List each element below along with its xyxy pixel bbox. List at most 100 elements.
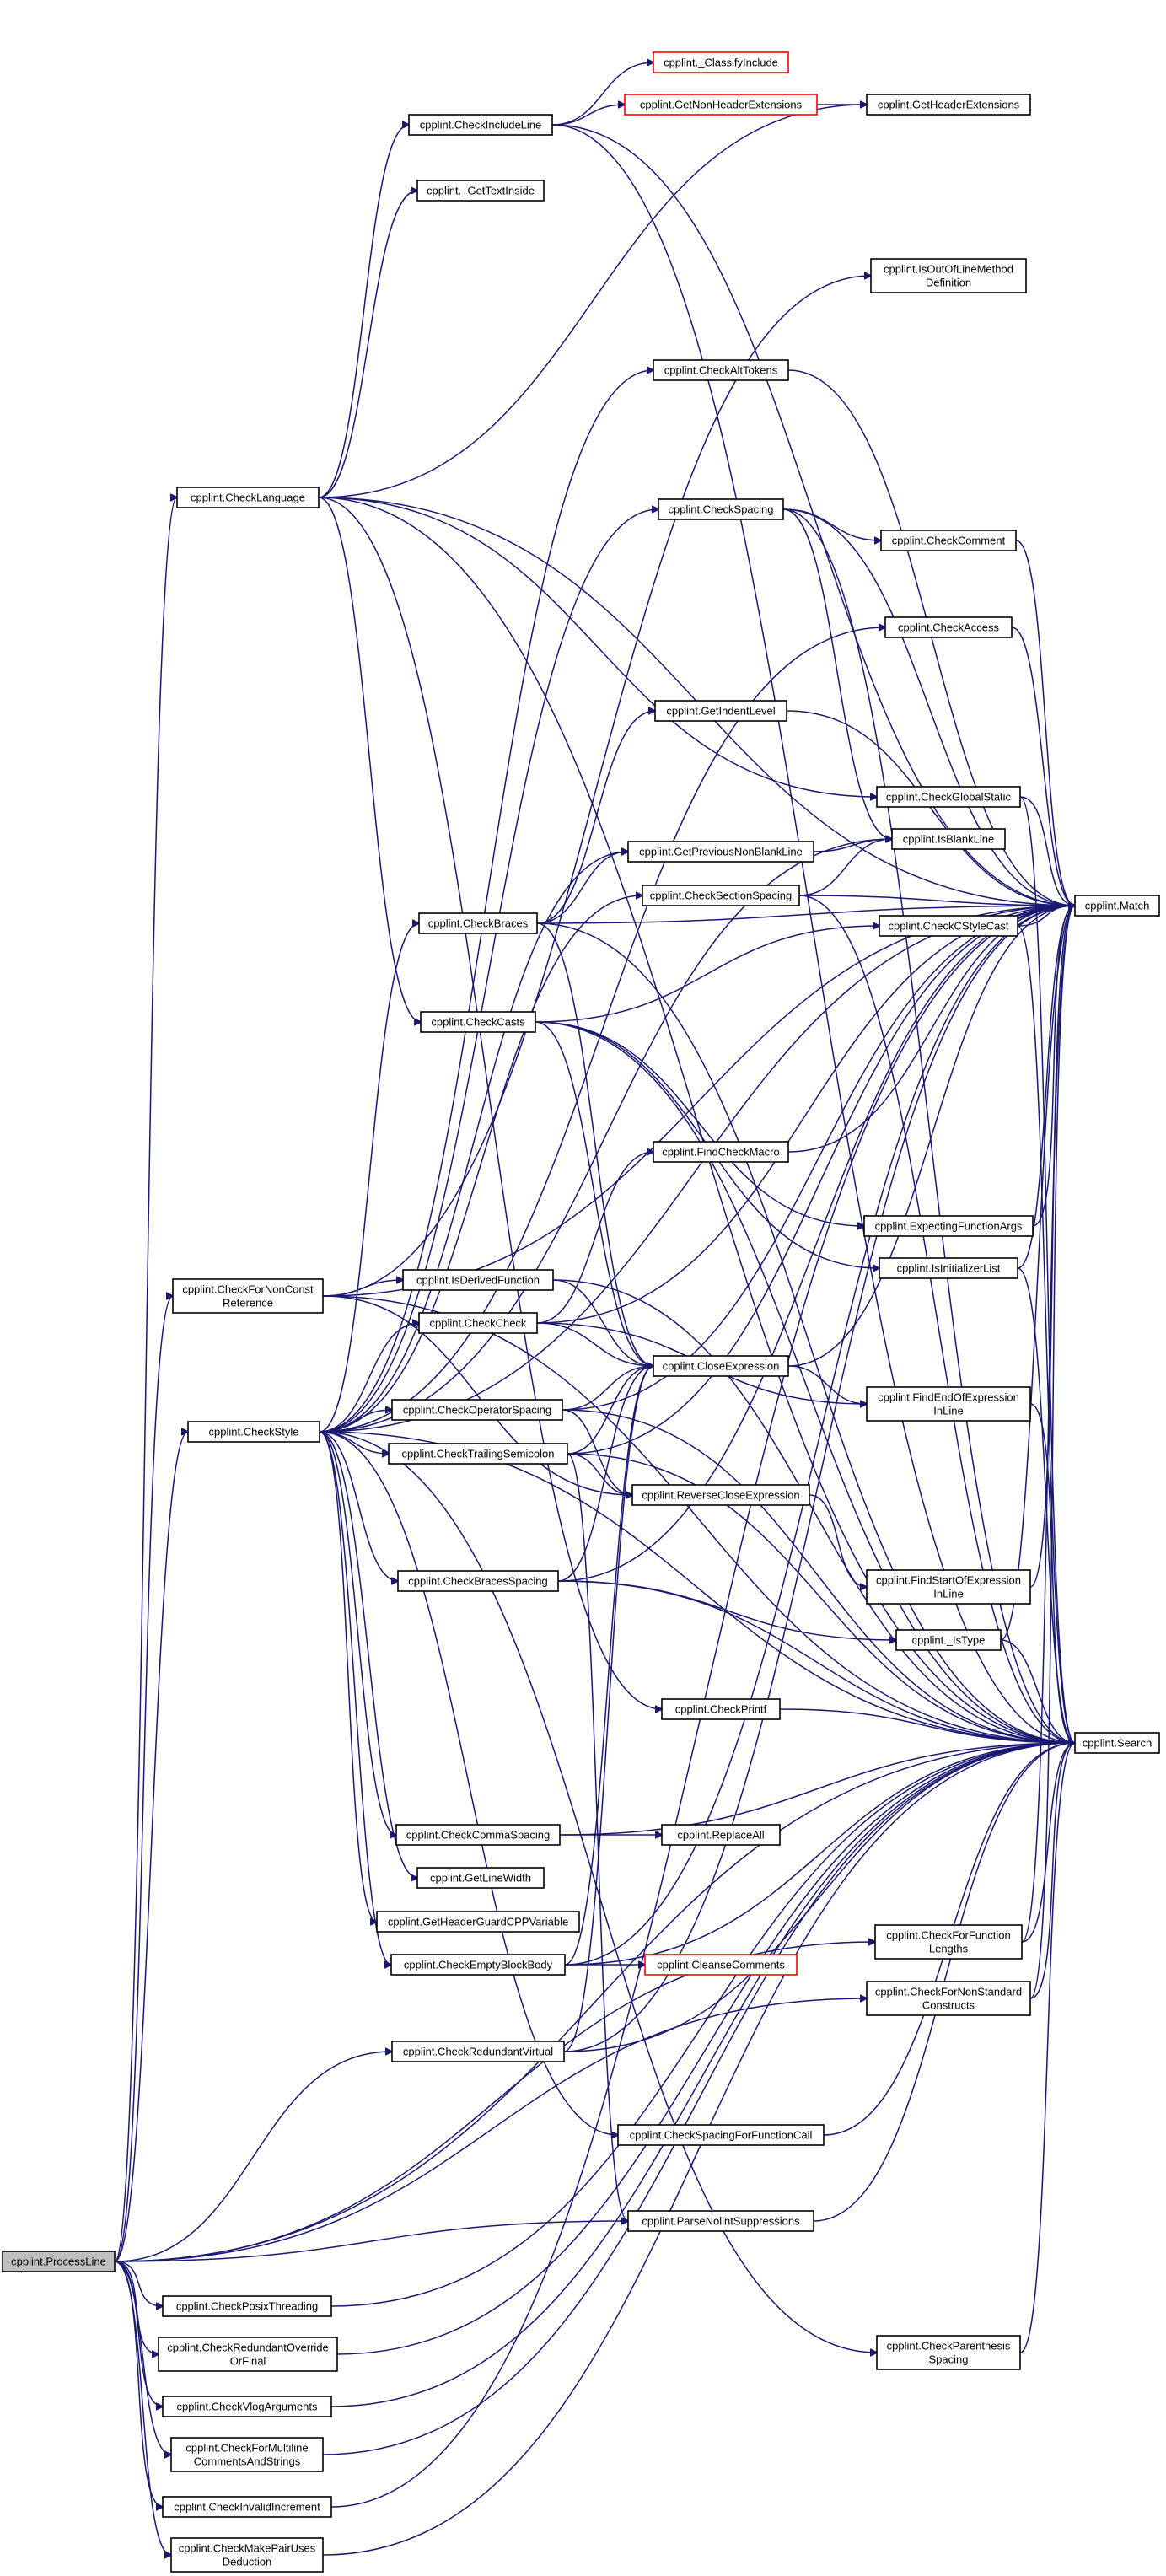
node-get-header-guard-cpp-variable[interactable]: cpplint.GetHeaderGuardCPPVariable xyxy=(376,1911,580,1933)
node-is-derived-function[interactable]: cpplint.IsDerivedFunction xyxy=(402,1269,554,1291)
edge-check-style-to-get-previous-non-blank-line xyxy=(319,852,628,1433)
node-label: cpplint.CheckCStyleCast xyxy=(888,920,1008,933)
node-check-comma-spacing[interactable]: cpplint.CheckCommaSpacing xyxy=(395,1824,561,1846)
edge-check-parenthesis-spacing-to-search xyxy=(1019,1743,1075,2353)
node-is-initializer-list[interactable]: cpplint.IsInitializerList xyxy=(879,1257,1018,1279)
node-check-printf[interactable]: cpplint.CheckPrintf xyxy=(661,1698,781,1720)
node-box xyxy=(658,498,784,520)
node-check-check[interactable]: cpplint.CheckCheck xyxy=(418,1312,538,1334)
node-check-braces[interactable]: cpplint.CheckBraces xyxy=(418,912,538,934)
node-get-text-inside[interactable]: cpplint._GetTextInside xyxy=(416,180,545,202)
node-check-braces-spacing[interactable]: cpplint.CheckBracesSpacing xyxy=(397,1570,559,1592)
node-check-c-style-cast[interactable]: cpplint.CheckCStyleCast xyxy=(879,915,1018,937)
node-label: cpplint.CheckForFunction xyxy=(886,1929,1010,1942)
node-box xyxy=(187,1421,320,1443)
node-search[interactable]: cpplint.Search xyxy=(1074,1732,1160,1754)
edge-find-check-macro-to-match xyxy=(787,906,1075,1153)
node-box xyxy=(397,1570,559,1592)
node-is-type[interactable]: cpplint._IsType xyxy=(895,1629,1002,1651)
edge-get-indent-level-to-match xyxy=(786,710,1075,906)
node-check-language[interactable]: cpplint.CheckLanguage xyxy=(176,487,320,508)
edge-check-posix-threading-to-search xyxy=(330,1743,1075,2307)
node-classify-include[interactable]: cpplint._ClassifyInclude xyxy=(653,51,789,73)
edge-process-line-to-check-make-pair-uses-deduction xyxy=(114,2261,171,2555)
edge-check-style-to-check-comma-spacing xyxy=(319,1431,396,1835)
node-process-line[interactable]: cpplint.ProcessLine xyxy=(2,2251,116,2272)
edge-process-line-to-check-style xyxy=(114,1432,188,2262)
node-check-section-spacing[interactable]: cpplint.CheckSectionSpacing xyxy=(642,885,800,906)
node-check-access[interactable]: cpplint.CheckAccess xyxy=(884,616,1013,638)
node-check-posix-threading[interactable]: cpplint.CheckPosixThreading xyxy=(162,2295,332,2317)
edge-check-operator-spacing-to-close-expression xyxy=(562,1366,653,1411)
node-find-check-macro[interactable]: cpplint.FindCheckMacro xyxy=(653,1141,789,1163)
edge-close-expression-to-find-end-of-expression-in-line xyxy=(787,1365,867,1404)
node-match[interactable]: cpplint.Match xyxy=(1074,895,1160,917)
edge-check-comment-to-match xyxy=(1015,540,1075,906)
node-replace-all[interactable]: cpplint.ReplaceAll xyxy=(661,1824,781,1846)
node-check-invalid-increment[interactable]: cpplint.CheckInvalidIncrement xyxy=(162,2496,332,2518)
node-label: cpplint.CheckCheck xyxy=(430,1317,527,1330)
node-check-spacing-for-function-call[interactable]: cpplint.CheckSpacingForFunctionCall xyxy=(617,2124,825,2146)
node-expecting-function-args[interactable]: cpplint.ExpectingFunctionArgs xyxy=(863,1215,1034,1237)
node-label: cpplint.GetLineWidth xyxy=(430,1872,531,1885)
node-label: InLine xyxy=(933,1405,963,1417)
node-box xyxy=(416,180,545,202)
node-get-non-header-extensions[interactable]: cpplint.GetNonHeaderExtensions xyxy=(624,94,818,116)
node-close-expression[interactable]: cpplint.CloseExpression xyxy=(653,1355,789,1377)
edge-process-line-to-check-posix-threading xyxy=(114,2261,163,2306)
node-get-header-extensions[interactable]: cpplint.GetHeaderExtensions xyxy=(866,94,1031,116)
node-label: cpplint.ProcessLine xyxy=(11,2256,106,2268)
edge-check-style-to-check-check xyxy=(319,1323,419,1433)
edge-check-style-to-check-spacing-for-function-call xyxy=(319,1431,618,2135)
edge-process-line-to-parse-nolint-suppressions xyxy=(114,2221,628,2262)
node-check-spacing[interactable]: cpplint.CheckSpacing xyxy=(658,498,784,520)
node-check-comment[interactable]: cpplint.CheckComment xyxy=(880,530,1017,551)
node-check-alt-tokens[interactable]: cpplint.CheckAltTokens xyxy=(653,359,789,381)
node-check-redundant-virtual[interactable]: cpplint.CheckRedundantVirtual xyxy=(391,2041,565,2062)
node-box xyxy=(891,828,1006,850)
node-check-global-static[interactable]: cpplint.CheckGlobalStatic xyxy=(876,786,1021,808)
node-box xyxy=(866,1569,1031,1605)
node-label: cpplint.IsDerivedFunction xyxy=(416,1274,540,1287)
node-box xyxy=(158,2337,338,2372)
node-box xyxy=(653,1355,789,1377)
node-box xyxy=(391,1399,563,1421)
node-label: Constructs xyxy=(922,1999,975,2012)
node-is-blank-line[interactable]: cpplint.IsBlankLine xyxy=(891,828,1006,850)
node-label: cpplint.GetIndentLevel xyxy=(666,705,775,718)
node-check-include-line[interactable]: cpplint.CheckIncludeLine xyxy=(408,114,553,136)
node-get-indent-level[interactable]: cpplint.GetIndentLevel xyxy=(654,700,787,722)
node-check-for-multiline-comments-and-strings[interactable]: cpplint.CheckForMultilineCommentsAndStri… xyxy=(170,2437,324,2472)
node-get-line-width[interactable]: cpplint.GetLineWidth xyxy=(416,1867,545,1889)
node-label: cpplint.CheckCasts xyxy=(431,1016,525,1029)
edge-check-style-to-get-header-guard-cpp-variable xyxy=(319,1431,377,1922)
node-box xyxy=(644,1954,798,1976)
node-get-previous-non-blank-line[interactable]: cpplint.GetPreviousNonBlankLine xyxy=(627,841,814,863)
node-parse-nolint-suppressions[interactable]: cpplint.ParseNolintSuppressions xyxy=(627,2210,814,2232)
edge-process-line-to-check-vlog-arguments xyxy=(114,2261,163,2407)
node-box xyxy=(376,1911,580,1933)
node-label: InLine xyxy=(933,1588,963,1600)
node-check-vlog-arguments[interactable]: cpplint.CheckVlogArguments xyxy=(162,2396,332,2417)
node-label: cpplint.FindEndOfExpression xyxy=(878,1391,1019,1404)
node-cleanse-comments[interactable]: cpplint.CleanseComments xyxy=(644,1954,798,1976)
node-label: cpplint.ReverseCloseExpression xyxy=(642,1489,799,1502)
edge-reverse-close-expression-to-find-start-of-expression-in-line xyxy=(809,1494,867,1587)
node-check-trailing-semicolon[interactable]: cpplint.CheckTrailingSemicolon xyxy=(388,1443,568,1465)
edge-check-style-to-check-braces-spacing xyxy=(319,1431,398,1581)
node-box xyxy=(627,841,814,863)
node-check-operator-spacing[interactable]: cpplint.CheckOperatorSpacing xyxy=(391,1399,563,1421)
node-check-empty-block-body[interactable]: cpplint.CheckEmptyBlockBody xyxy=(390,1954,566,1976)
node-check-style[interactable]: cpplint.CheckStyle xyxy=(187,1421,320,1443)
node-check-casts[interactable]: cpplint.CheckCasts xyxy=(420,1011,536,1033)
node-reverse-close-expression[interactable]: cpplint.ReverseCloseExpression xyxy=(631,1484,810,1506)
